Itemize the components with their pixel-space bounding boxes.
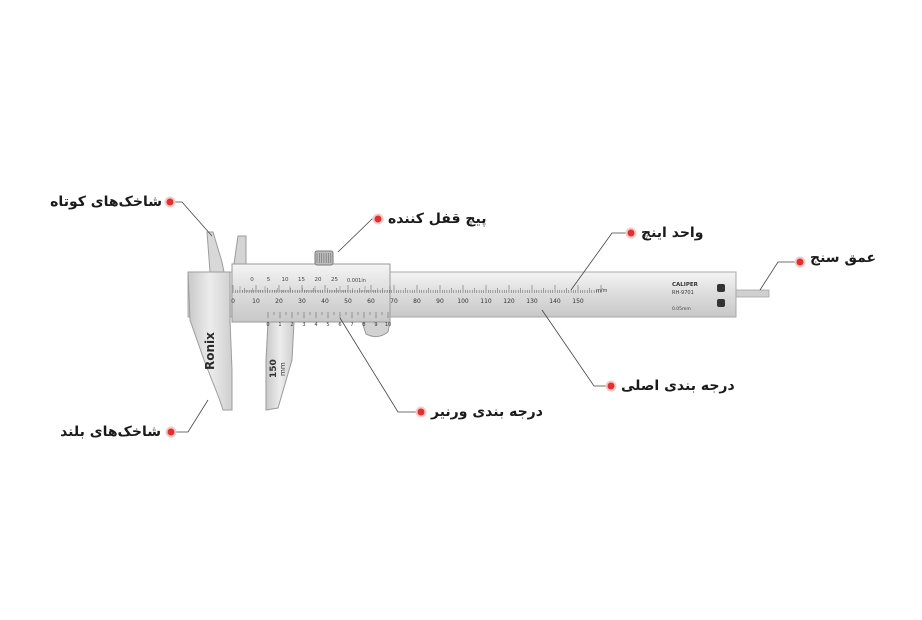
main-scale-number: 140 xyxy=(549,298,561,305)
inch-scale-number: 25 xyxy=(331,277,338,283)
model-code: RH-9701 xyxy=(672,290,694,296)
main-scale-number: 100 xyxy=(457,298,469,305)
main-scale-number: 10 xyxy=(252,298,260,305)
vernier-scale-number: 8 xyxy=(362,322,365,328)
vernier-scale-number: 0 xyxy=(266,322,269,328)
vernier-scale-number: 7 xyxy=(350,322,353,328)
main-scale-number: 70 xyxy=(390,298,398,305)
leader-main-scale xyxy=(541,309,607,387)
beam-end-screw-bottom xyxy=(717,299,725,307)
dot-depth-gauge xyxy=(794,256,806,268)
jaw-marking-unit: mm xyxy=(279,362,287,376)
inch-scale-number: 0 xyxy=(250,277,254,283)
main-scale-number: 20 xyxy=(275,298,283,305)
brand-logo: Ronix xyxy=(203,332,217,370)
inch-scale-number: 5 xyxy=(267,277,271,283)
dot-short-jaws xyxy=(164,196,176,208)
inch-scale-number: 15 xyxy=(298,277,305,283)
main-scale-number: 90 xyxy=(436,298,444,305)
lock-screw-knurl xyxy=(316,253,332,263)
main-unit-label: m/m xyxy=(596,288,608,294)
model-name: CALIPER xyxy=(672,282,699,288)
dot-main-scale xyxy=(605,380,617,392)
main-scale-number: 150 xyxy=(572,298,584,305)
fixed-long-jaw xyxy=(187,271,233,411)
leader-depth-gauge xyxy=(759,261,800,291)
main-scale-number: 40 xyxy=(321,298,329,305)
main-scale-number: 130 xyxy=(526,298,538,305)
main-scale-number: 120 xyxy=(503,298,515,305)
dot-lock-screw xyxy=(372,213,384,225)
inch-scale-number: 10 xyxy=(282,277,289,283)
fixed-short-jaw xyxy=(206,231,225,273)
vernier-scale-number: 1 xyxy=(278,322,281,328)
main-scale-number: 110 xyxy=(480,298,492,305)
inch-resolution: 0.001in xyxy=(347,278,366,284)
vernier-scale-number: 6 xyxy=(338,322,341,328)
vernier-scale-number: 2 xyxy=(290,322,293,328)
main-scale-number: 50 xyxy=(344,298,352,305)
vernier-scale-number: 4 xyxy=(314,322,317,328)
dot-long-jaws xyxy=(165,426,177,438)
leader-lock-screw xyxy=(337,218,378,253)
resolution-label: 0.05mm xyxy=(672,306,691,312)
leader-short-jaws xyxy=(175,201,213,237)
beam-end-screw-top xyxy=(717,284,725,292)
vernier-scale-number: 5 xyxy=(326,322,329,328)
slider-short-jaw xyxy=(233,235,247,265)
label-inch-unit: واحد اینچ xyxy=(641,225,704,241)
vernier-scale-ticks: 0 1 2 3 4 5 6 7 8 9 10 xyxy=(266,312,391,328)
inch-scale-ticks: 0 5 10 15 20 25 xyxy=(239,277,391,292)
label-main-scale: درجه بندی اصلی xyxy=(621,378,735,394)
dot-inch-unit xyxy=(625,227,637,239)
vernier-scale-number: 3 xyxy=(302,322,305,328)
leader-inch-unit xyxy=(570,232,627,291)
main-scale-number: 30 xyxy=(298,298,306,305)
main-scale-number: 80 xyxy=(413,298,421,305)
label-depth-gauge: عمق سنج xyxy=(810,250,877,266)
main-scale-number: 0 xyxy=(231,298,235,305)
label-lock-screw: پیچ قفل کننده xyxy=(388,211,487,227)
dot-vernier-scale xyxy=(415,406,427,418)
main-scale-ticks: 0 10 20 30 40 50 60 70 80 90 100 110 120 130 140 150 xyxy=(231,285,602,305)
jaw-marking-value: 150 xyxy=(269,359,279,378)
leader-long-jaws xyxy=(175,399,209,433)
leader-vernier-scale xyxy=(339,317,418,413)
vernier-scale-number: 9 xyxy=(374,322,377,328)
label-short-jaws: شاخک‌های کوتاه xyxy=(50,194,162,210)
main-scale-number: 60 xyxy=(367,298,375,305)
leader-lines xyxy=(175,201,800,433)
inch-scale-number: 20 xyxy=(315,277,322,283)
label-vernier-scale: درجه بندی ورنیر xyxy=(431,404,543,420)
label-long-jaws: شاخک‌های بلند xyxy=(60,424,161,440)
vernier-scale-number: 10 xyxy=(385,322,391,328)
slider-thumb-rest xyxy=(361,321,391,338)
slider-long-jaw xyxy=(265,321,295,411)
